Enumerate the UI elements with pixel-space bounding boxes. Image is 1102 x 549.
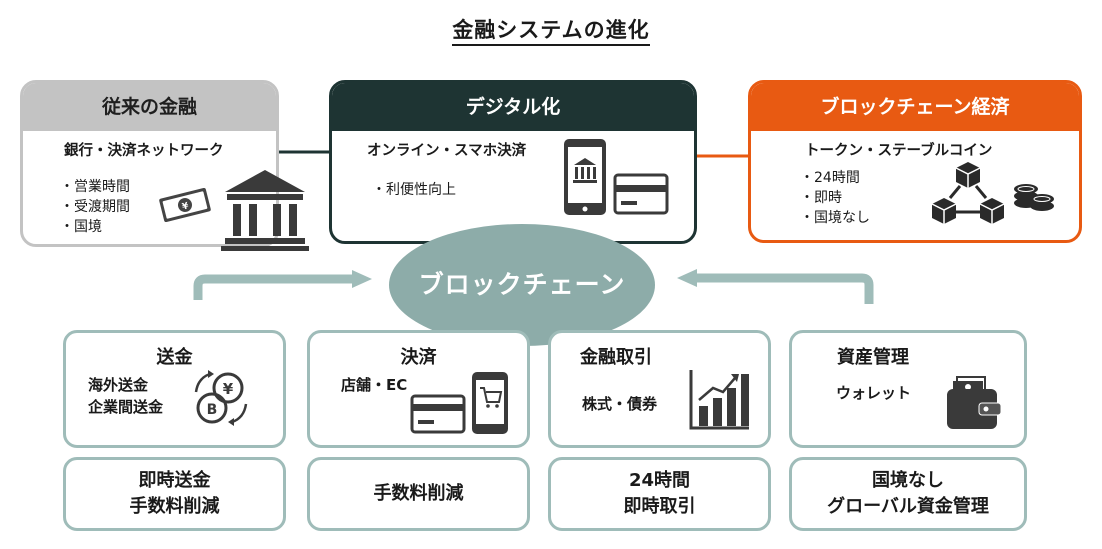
benefit-line: 手数料削減	[373, 483, 464, 504]
usecase-benefit-box: 24時間 即時取引	[548, 457, 771, 531]
bullet-list: ・営業時間 ・受渡期間 ・国境	[60, 177, 130, 237]
panel-subtitle: トークン・ステーブルコイン	[805, 143, 993, 159]
bullet-item: ・国境	[60, 219, 102, 235]
bullet-item: ・即時	[800, 190, 842, 206]
bullet-item: ・受渡期間	[60, 199, 130, 215]
panel-digitalization: デジタル化	[329, 80, 697, 244]
wallet-icon	[947, 376, 1002, 429]
growth-chart-icon	[689, 370, 749, 430]
panel-blockchain-economy: ブロックチェーン経済	[748, 80, 1082, 243]
usecase-detail: ウォレット	[836, 382, 911, 404]
credit-card-icon	[613, 173, 669, 215]
detail-line: 店舗・EC	[341, 376, 408, 394]
bullet-item: ・利便性向上	[372, 182, 456, 198]
svg-text:¥: ¥	[181, 201, 190, 212]
benefit-line: グローバル資金管理	[827, 496, 989, 517]
bullet-list: ・24時間 ・即時 ・国境なし	[800, 168, 870, 228]
smartphone-bank-icon	[564, 139, 606, 215]
bullet-item: ・24時間	[800, 170, 860, 186]
detail-line: 海外送金	[88, 376, 149, 394]
svg-text:B: B	[207, 402, 218, 418]
arrow-right-to-blockchain	[694, 273, 874, 304]
diagram-title: 金融システムの進化	[0, 14, 1102, 46]
benefit-line: 即時送金	[138, 470, 211, 491]
bullet-list: ・利便性向上	[372, 180, 456, 200]
blockchain-cubes-icon	[931, 162, 1005, 224]
benefit-line: 即時取引	[623, 496, 696, 517]
panel-subtitle: 銀行・決済ネットワーク	[64, 143, 224, 159]
usecase-detail: 店舗・EC	[341, 374, 407, 396]
usecase-title: 金融取引	[580, 347, 652, 368]
usecase-detail: 海外送金 企業間送金	[88, 374, 163, 418]
detail-line: 企業間送金	[88, 398, 164, 416]
benefit-line: 手数料削減	[129, 496, 220, 517]
coin-stack-icon	[1014, 184, 1054, 211]
usecase-benefit-box: 国境なし グローバル資金管理	[789, 457, 1027, 531]
usecase-benefit-box: 手数料削減	[307, 457, 530, 531]
usecase-benefit-box: 即時送金 手数料削減	[63, 457, 286, 531]
usecase-remittance-box	[63, 330, 286, 448]
crypto-exchange-icon: ¥ B	[194, 370, 248, 426]
yen-banknote-icon: ¥	[159, 187, 211, 223]
panel-header: 従来の金融	[23, 83, 276, 131]
panel-header: ブロックチェーン経済	[751, 83, 1079, 131]
panel-subtitle: オンライン・スマホ決済	[367, 143, 527, 159]
usecase-title: 資産管理	[837, 347, 909, 368]
benefit-line: 国境なし	[871, 470, 944, 491]
bullet-item: ・国境なし	[800, 210, 870, 226]
usecase-detail: 株式・債券	[582, 393, 657, 415]
detail-line: ウォレット	[836, 384, 912, 402]
svg-text:¥: ¥	[223, 380, 234, 398]
blockchain-center-node: ブロックチェーン	[389, 224, 655, 346]
card-and-phone-cart-icon	[410, 372, 508, 434]
bullet-item: ・営業時間	[60, 179, 130, 195]
arrow-left-to-blockchain	[193, 274, 355, 300]
bank-building-icon	[221, 170, 309, 251]
detail-line: 株式・債券	[582, 395, 658, 413]
panel-header: デジタル化	[332, 83, 694, 131]
benefit-line: 24時間	[628, 470, 691, 491]
usecase-title: 送金	[156, 347, 193, 368]
usecase-title: 決済	[400, 347, 437, 368]
